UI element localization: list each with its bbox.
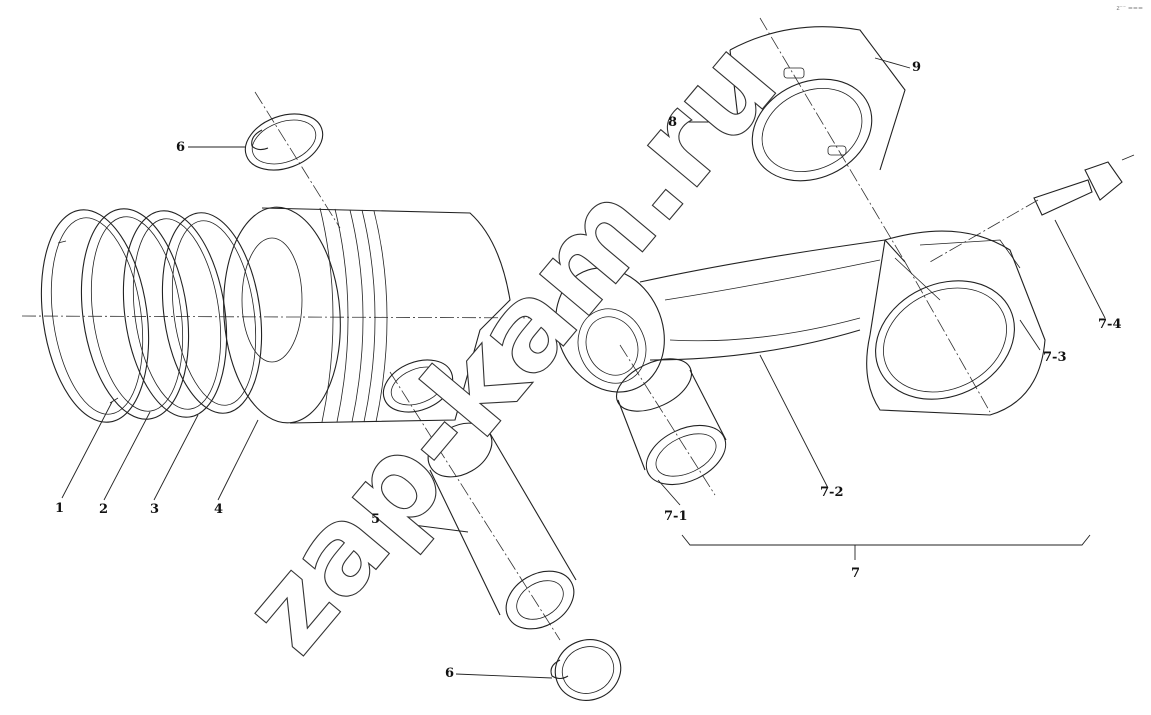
circlip-bottom: [550, 639, 622, 701]
label-rod-bolt: 7-4: [1098, 317, 1122, 332]
piston-ring-oil: [161, 212, 263, 414]
piston-pin: [427, 422, 577, 630]
label-connecting-rod-assembly: 7: [851, 566, 861, 581]
label-ring-3: 3: [150, 502, 160, 517]
center-lines: [21, 17, 1039, 641]
connecting-rod-cap: [866, 230, 1046, 416]
piston-ring-1: [40, 209, 150, 423]
circlip-top: [244, 113, 324, 171]
connecting-rod-body: [555, 239, 906, 393]
label-bushing: 7-1: [664, 509, 688, 524]
bearing-shell-upper: [729, 26, 906, 182]
watermark: zap-kam.ru: [215, 14, 804, 678]
piston-ring-3: [122, 210, 228, 418]
label-ring-2: 2: [99, 502, 109, 517]
label-bearing-shell-lower: 9: [912, 60, 922, 75]
label-circlip-top: 6: [176, 140, 186, 155]
label-rod-cap: 7-3: [1043, 350, 1067, 365]
label-ring-1: 1: [55, 501, 65, 516]
bushing: [616, 358, 727, 486]
piston: [223, 206, 511, 424]
label-piston: 4: [214, 502, 224, 517]
label-circlip-bottom: 6: [445, 666, 455, 681]
corner-note: z⁻⁻ ===: [1116, 5, 1143, 12]
label-piston-pin: 5: [371, 512, 381, 527]
watermark-text: zap-kam.ru: [216, 15, 804, 678]
leader-lines: [61, 57, 1106, 679]
label-bearing-shell-upper: 8: [668, 115, 678, 130]
piston-ring-2: [80, 208, 190, 420]
rod-bolt: [1033, 154, 1135, 216]
label-rod-body: 7-2: [820, 485, 844, 500]
